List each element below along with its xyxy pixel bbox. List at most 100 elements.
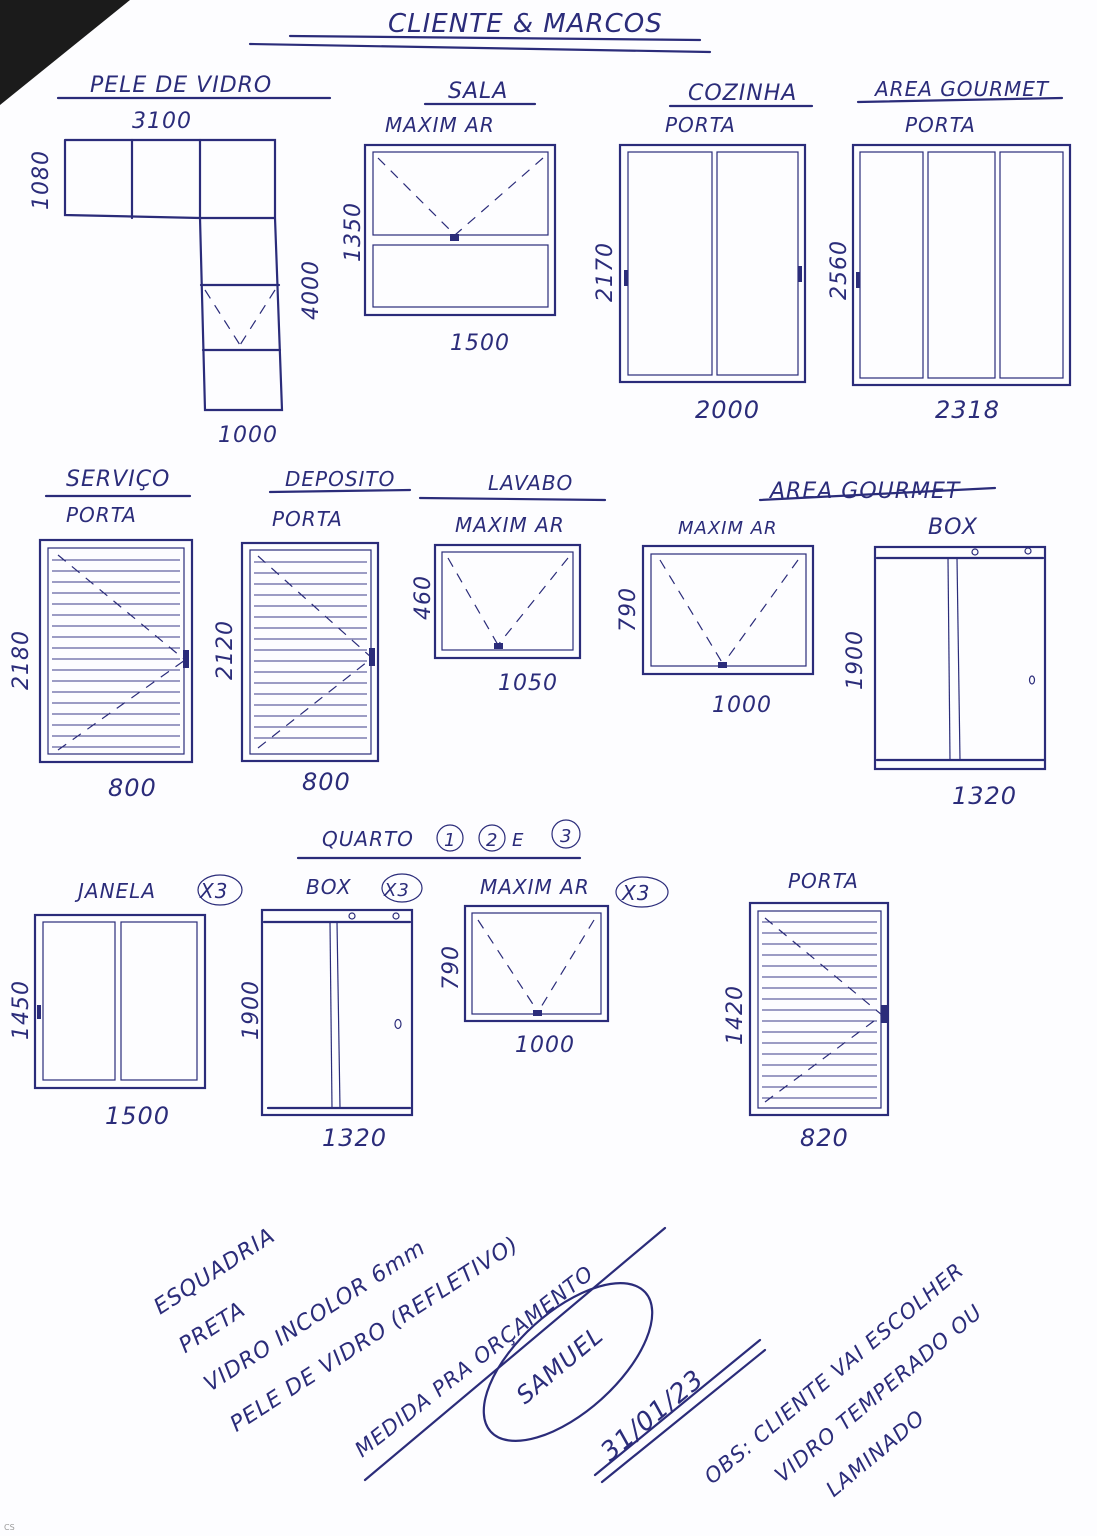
cozinha-label: COZINHA [688,81,797,106]
deposito-handle-icon [369,648,375,666]
quarto-mark-3: 3 [560,826,572,847]
quarto-mark-3-circle [551,819,581,849]
deposito-diag-2 [257,657,373,749]
maxim3-diag-2 [537,919,595,1013]
cozinha-handle-2-icon [798,266,802,282]
servico-drawing: SERVIÇO PORTA 2180 800 [9,467,194,802]
janela-drawing: JANELA X3 1450 1500 [9,874,243,1130]
janela-height: 1450 [9,980,34,1040]
box3-width: 1320 [322,1124,387,1152]
sala-height: 1350 [341,202,366,262]
note-obs-1: OBS: CLIENTE VAI ESCOLHER [700,1258,969,1489]
cozinha-leaf-2 [716,151,799,376]
maxim3-drawing: MAXIM AR X3 790 1000 [439,875,669,1058]
page-title: CLIENTE & MARCOS [388,9,663,39]
sala-diag-1 [377,157,456,236]
box3-type: BOX [306,875,352,899]
pele-width: 3100 [132,109,192,134]
maxim2-diag-1 [659,559,724,665]
deposito-underline [268,488,412,494]
lavabo-type: MAXIM AR [455,513,565,537]
box3-roller-2-icon [392,912,400,920]
quarto-label: QUARTO [322,827,414,851]
cozinha-leaf-1 [627,151,713,376]
pele-de-vidro-drawing: PELE DE VIDRO 3100 1080 4000 1000 [29,73,332,448]
servico-blind [52,559,180,748]
quarto-mark-1-circle [436,824,464,852]
maxim3-qty-circle [615,876,669,908]
maxim2-handle-icon [718,662,727,668]
deposito-width: 800 [302,768,351,796]
box2-width: 1320 [952,782,1017,810]
quarto-mark-2: 2 [486,830,498,851]
sala-upper-sash [372,151,549,236]
porta3-blind [762,921,877,1099]
pele-label: PELE DE VIDRO [90,73,272,98]
box3-knob-icon [394,1018,402,1030]
deposito-diag-1 [257,555,373,659]
porta3-diag-2 [764,1014,883,1103]
gourmet-leaf-3 [999,151,1064,379]
box2-drawing: BOX 1900 1320 [843,515,1047,810]
obs-block: OBS: CLIENTE VAI ESCOLHER VIDRO TEMPERAD… [700,1258,987,1502]
lavabo-drawing: LAVABO MAXIM AR 460 1050 [411,471,607,696]
maxim2-frame [641,544,815,676]
pele-maxim-diag-2 [239,289,276,346]
janela-type: JANELA [74,879,156,903]
janela-leaf-1 [42,921,116,1081]
box2-height: 1900 [843,630,868,690]
maxim3-type: MAXIM AR [480,875,590,899]
cozinha-frame [618,143,807,384]
pele-height-right: 4000 [299,260,324,320]
date-block: 31/01/23 [595,1364,710,1467]
box3-qty: X3 [383,880,410,901]
porta3-type: PORTA [788,869,859,893]
maxim3-frame [463,904,610,1023]
janela-qty: X3 [199,879,228,903]
sala-handle-icon [450,234,459,241]
janela-frame [33,913,207,1090]
maxim2-drawing: MAXIM AR 790 1000 [616,518,815,718]
gourmet-frame [851,143,1072,387]
box2-type: BOX [928,515,978,540]
sala-label: SALA [448,79,508,104]
gourmet-underline [856,96,1064,104]
gourmet-handle-icon [856,272,860,288]
lavabo-sash [441,551,574,651]
servico-width: 800 [108,774,157,802]
box3-height: 1900 [239,980,264,1040]
maxim2-diag-2 [722,559,799,665]
quarto-header: QUARTO 1 2 E 3 [296,819,582,860]
box2-divider-1 [947,557,951,761]
gourmet-height: 2560 [827,240,852,300]
servico-type: PORTA [66,503,137,527]
gourmet-leaf-1 [859,151,924,379]
signature-oval [482,1282,654,1442]
box3-frame [260,908,414,1117]
cozinha-width: 2000 [695,396,760,424]
sala-type: MAXIM AR [385,113,495,137]
quarto-join: E [512,830,524,851]
maxim3-height: 790 [439,945,464,990]
sala-width: 1500 [450,331,510,356]
porta3-drawing: PORTA 1420 820 [723,869,890,1152]
janela-width: 1500 [105,1102,170,1130]
deposito-type: PORTA [272,507,343,531]
box2-roller-icon [971,548,979,556]
gourmet-drawing: AREA GOURMET PORTA 2560 2318 [827,77,1072,424]
porta3-leaf [757,910,882,1109]
box2-knob-icon [1028,675,1036,685]
cozinha-handle-icon [624,270,628,286]
gourmet-width: 2318 [935,396,1000,424]
title-underline-2 [248,42,712,54]
servico-leaf [47,547,185,755]
maxim3-qty: X3 [621,881,650,905]
notes-block: ESQUADRIA PRETA VIDRO INCOLOR 6mm PELE D… [150,1223,524,1437]
sala-diag-2 [454,157,544,236]
pele-vertical-frame [198,216,284,412]
dark-corner [0,0,130,105]
gourmet-leaf-2 [927,151,996,379]
janela-qty-circle [197,874,243,906]
date-underline-1 [593,1338,762,1477]
